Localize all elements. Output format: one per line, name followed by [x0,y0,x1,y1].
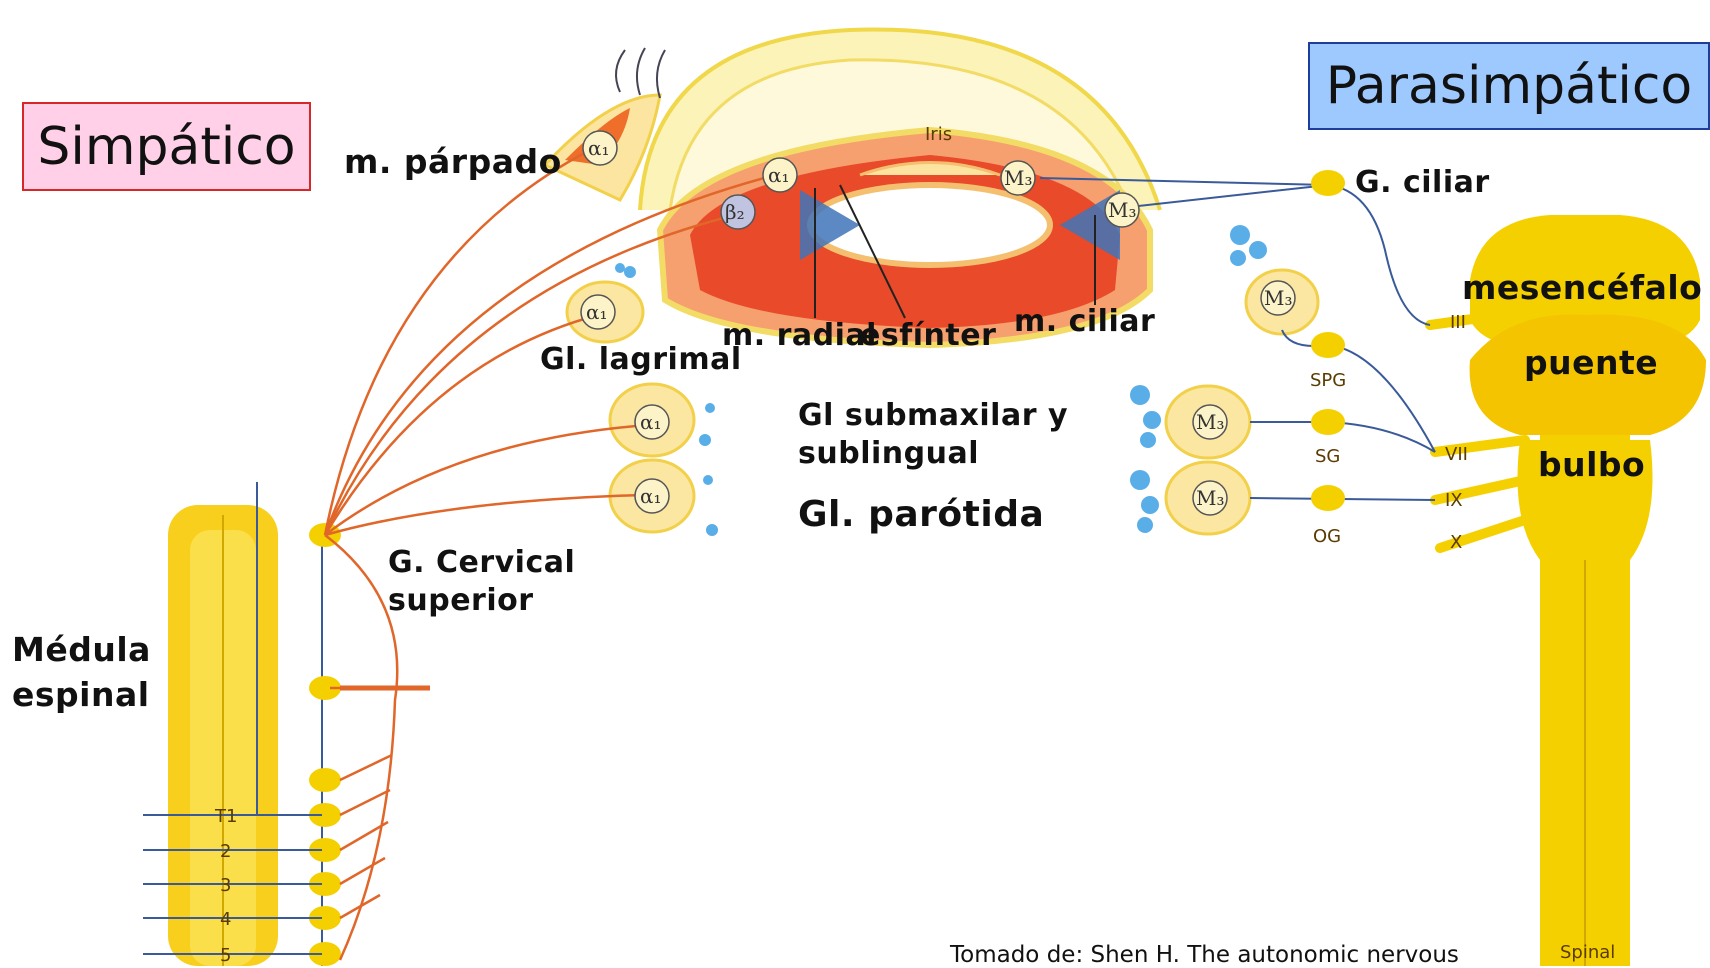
cervical-ganglion-label-line1: G. Cervical [388,545,575,580]
brainstem-illustration: Spinal [1470,215,1706,966]
lacrimal-gland-label: Gl. lagrimal [540,342,742,377]
receptor-eyelid: α₁ [588,136,610,160]
pons-label: puente [1524,343,1658,382]
parasympathetic-title: Parasimpático [1326,56,1692,116]
spg-ganglion [1311,332,1345,358]
receptor-parotid: α₁ [640,484,662,508]
receptor-right-submax: M₃ [1196,410,1225,434]
cn-x: X [1450,532,1462,553]
cervical-ganglion-label-line2: superior [388,583,534,618]
receptor-right-lacrimal: M₃ [1264,286,1293,310]
parasympathetic-header: Parasimpático [1308,42,1710,130]
cn-ix: IX [1445,490,1463,511]
eyelid-muscle-label: m. párpado [344,142,562,181]
ciliary-muscle-label: m. ciliar [1014,304,1155,339]
receptor-lacrimal: α₁ [586,300,608,324]
ciliary-ganglion [1311,170,1345,196]
spg-label: SPG [1310,370,1346,391]
spinal-cord-label-line1: Médula [12,630,151,669]
iris-label: Iris [925,124,952,145]
right-parotid-gland-illustration [1130,462,1250,534]
segment-t1: T1 [214,806,237,827]
midbrain-label: mesencéfalo [1462,268,1702,307]
og-ganglion [1311,485,1345,511]
receptor-ciliary: M₃ [1108,198,1137,222]
segment-2: 2 [220,841,231,862]
medulla-label: bulbo [1538,445,1645,484]
sphincter-label: esfínter [860,318,996,353]
sg-ganglion [1311,409,1345,435]
spinal-cord-label-line2: espinal [12,675,150,714]
sg-label: SG [1315,446,1340,467]
right-submandibular-gland-illustration [1130,385,1250,458]
submaxillary-label-line1: Gl submaxilar y [798,398,1068,433]
submaxillary-label-line2: sublingual [798,436,979,471]
segment-5: 5 [220,945,231,966]
parotid-label: Gl. parótida [798,494,1044,535]
sympathetic-title: Simpático [37,117,295,177]
cn-vii: VII [1445,444,1468,465]
segment-4: 4 [220,909,231,930]
receptor-submax: α₁ [640,410,662,434]
spinal-text: Spinal [1560,942,1615,963]
ciliary-ganglion-label: G. ciliar [1355,165,1490,200]
segment-3: 3 [220,875,231,896]
receptor-radial: α₁ [768,163,790,187]
radial-muscle-label: m. radial [722,318,877,353]
receptor-sphincter: M₃ [1004,166,1033,190]
credit-text: Tomado de: Shen H. The autonomic nervous [950,942,1459,968]
sympathetic-header: Simpático [22,102,311,191]
receptor-right-parotid: M₃ [1196,486,1225,510]
og-label: OG [1313,526,1341,547]
cn-iii: III [1450,312,1466,333]
eye-illustration: Iris [640,30,1160,346]
right-lacrimal-gland-illustration [1230,225,1318,334]
sympathetic-chain [309,523,341,966]
receptor-beta2: β₂ [725,200,745,224]
